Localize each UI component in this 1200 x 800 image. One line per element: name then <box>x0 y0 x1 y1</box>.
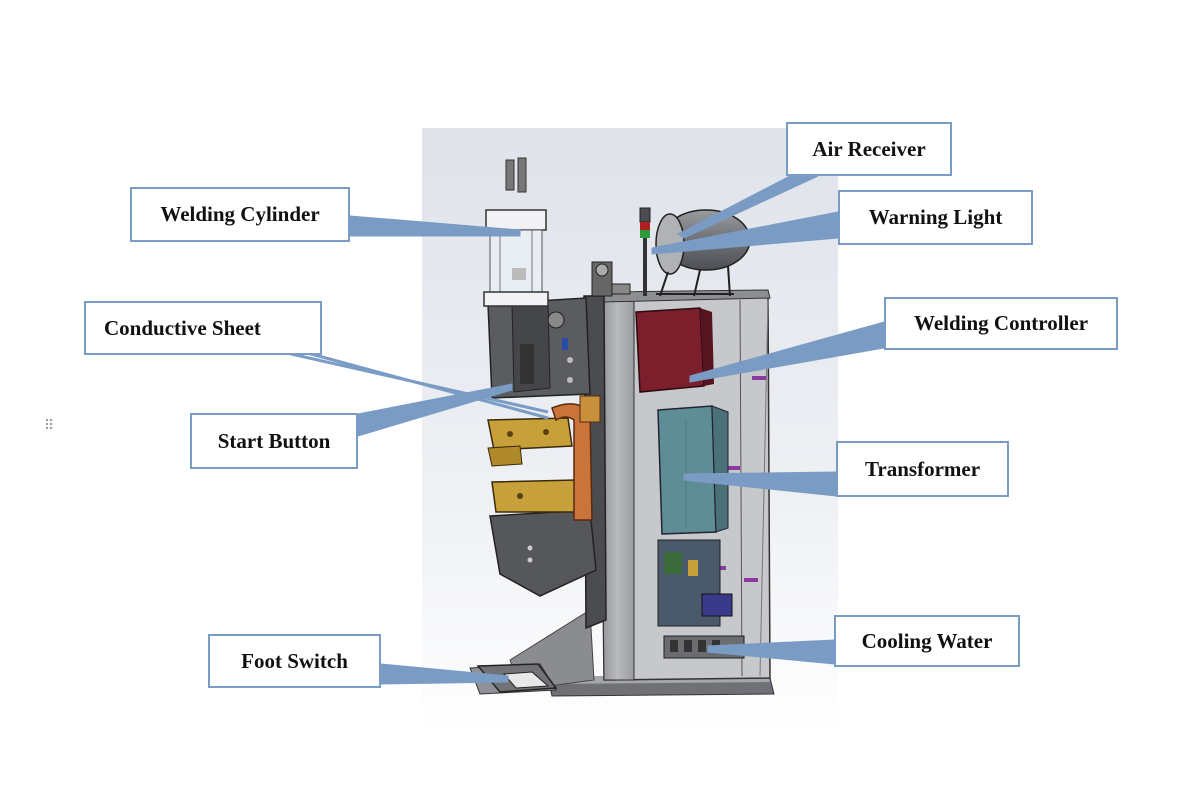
welding-cylinder <box>483 157 549 307</box>
label-foot-switch-text: Foot Switch <box>241 648 348 673</box>
foot-switch <box>476 663 558 693</box>
label-conductive-sheet: Conductive Sheet <box>84 301 322 355</box>
valve-cluster <box>591 261 631 297</box>
leader-air-receiver <box>677 175 819 239</box>
label-air-receiver-text: Air Receiver <box>812 136 926 161</box>
label-welding-cylinder-text: Welding Cylinder <box>160 202 320 226</box>
label-conductive-sheet-text: Conductive Sheet <box>104 315 261 340</box>
leader-start-button <box>357 383 513 437</box>
leader-foot-switch <box>380 663 509 685</box>
label-start-button-text: Start Button <box>217 428 331 453</box>
label-cooling-water: Cooling Water <box>834 615 1020 667</box>
drag-handle-icon[interactable]: ⠿ <box>44 418 54 434</box>
label-start-button: Start Button <box>190 413 358 469</box>
electrode-arms <box>487 417 581 513</box>
c-frame <box>487 295 607 630</box>
label-welding-controller: Welding Controller <box>884 297 1118 350</box>
conductive-sheet <box>551 395 601 521</box>
label-cooling-water-text: Cooling Water <box>861 628 993 653</box>
label-warning-light: Warning Light <box>838 190 1033 245</box>
leader-conductive-sheet-b <box>299 349 549 420</box>
transformer-box <box>657 405 729 535</box>
leader-welding-cylinder <box>349 215 521 237</box>
leader-lines <box>277 175 885 685</box>
welding-controller-box <box>635 307 714 393</box>
label-welding-controller-text: Welding Controller <box>913 311 1089 335</box>
warning-light <box>639 207 651 296</box>
label-air-receiver: Air Receiver <box>786 122 952 176</box>
label-foot-switch: Foot Switch <box>208 634 381 688</box>
label-transformer-text: Transformer <box>864 456 981 481</box>
label-warning-light-text: Warning Light <box>868 205 1003 229</box>
label-welding-cylinder: Welding Cylinder <box>130 187 350 242</box>
label-transformer: Transformer <box>836 441 1009 497</box>
